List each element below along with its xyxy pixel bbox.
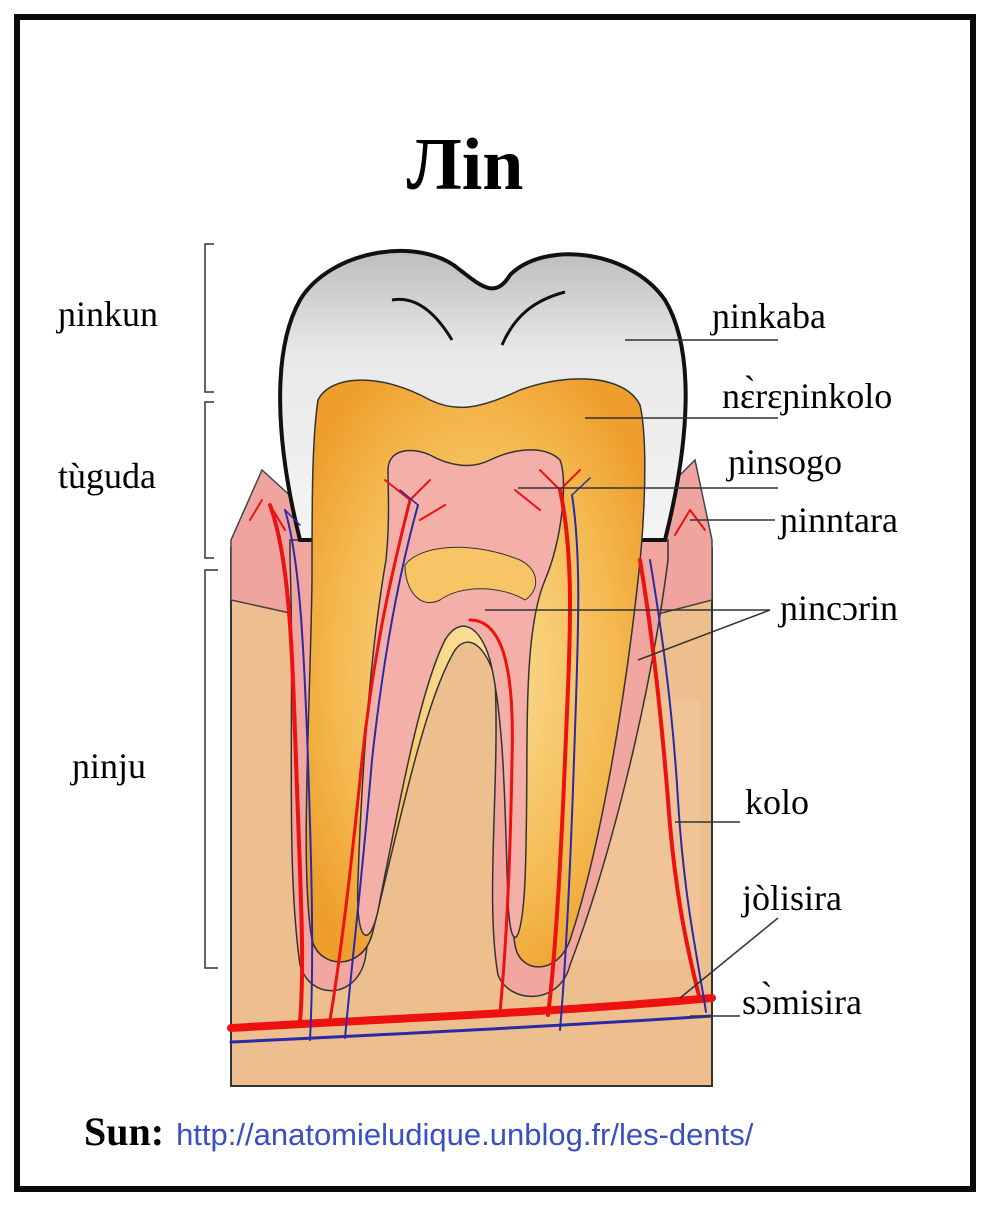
leader-lines — [485, 339, 779, 1017]
label-neck: tùguda — [58, 456, 156, 496]
source-label: Sun: — [84, 1109, 165, 1154]
label-root: ɲinju — [72, 746, 147, 786]
source-url[interactable]: http://anatomieludique.unblog.fr/les-den… — [176, 1117, 754, 1152]
label-enamel: ɲinkaba — [712, 296, 826, 336]
region-brackets — [204, 243, 218, 969]
source-credit: Sun: http://anatomieludique.unblog.fr/le… — [84, 1112, 753, 1152]
label-gum: ɲinntara — [780, 500, 898, 540]
label-pulp: ɲinsogo — [728, 442, 843, 482]
artery-network — [227, 469, 716, 1032]
diagram-title: Лin — [406, 124, 524, 206]
label-cementum: ɲincɔrin — [780, 588, 898, 628]
vein-network — [229, 477, 714, 1044]
label-artery: jòlisira — [742, 878, 842, 918]
label-crown: ɲinkun — [58, 294, 159, 334]
label-bone: kolo — [745, 782, 810, 822]
label-vein: sɔ̀misira — [742, 982, 862, 1022]
label-dentin: nɛ̀rɛɲinkolo — [722, 376, 893, 416]
